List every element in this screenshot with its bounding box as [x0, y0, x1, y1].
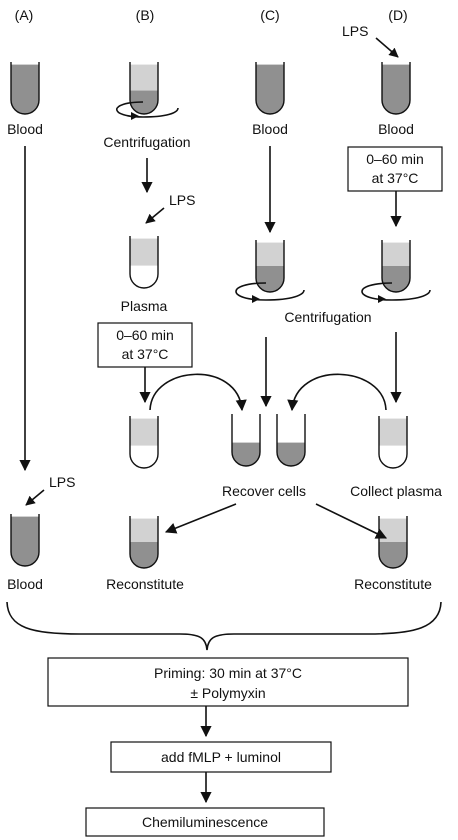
tube-outline — [381, 62, 411, 115]
priming-box — [47, 657, 409, 707]
tube-outline — [378, 416, 408, 469]
centrifugation-label-b: Centrifugation — [103, 134, 190, 150]
incubation-d-line1: 0–60 min — [366, 151, 424, 167]
priming-line1: Priming: 30 min at 37°C — [154, 665, 302, 681]
column-b-label: (B) — [136, 7, 155, 23]
tube-outline — [378, 516, 408, 569]
rotation-arrow-c — [235, 282, 305, 301]
tube-b-reconstituted — [129, 516, 159, 569]
rotation-arrow-d — [361, 282, 431, 301]
column-c-label: (C) — [260, 7, 279, 23]
rotation-arrowhead-d — [378, 295, 386, 303]
blood-layer — [256, 64, 284, 114]
tube-a-blood — [10, 62, 40, 115]
column-a-label: (A) — [15, 7, 34, 23]
lps-arrow-a — [25, 489, 45, 506]
plasma-layer — [130, 418, 158, 446]
tube-outline — [129, 236, 159, 289]
blood-layer — [232, 442, 260, 466]
lps-arrow-b — [145, 207, 165, 224]
rotation-arrow-b — [115, 101, 179, 118]
tube-cells-right — [276, 414, 306, 467]
plasma-layer — [130, 518, 158, 543]
tube-outline — [129, 416, 159, 469]
plasma-layer — [130, 64, 158, 92]
reconstitute-left-label: Reconstitute — [106, 576, 184, 592]
incubation-box-b — [97, 322, 193, 368]
incubation-d-line2: at 37°C — [372, 170, 419, 186]
tube-outline — [231, 414, 261, 467]
tube-b-primed-plasma — [129, 416, 159, 469]
centrifugation-label-cd: Centrifugation — [284, 309, 371, 325]
incubation-b-line2: at 37°C — [122, 346, 169, 362]
incubation-b-line1: 0–60 min — [116, 327, 174, 343]
tube-b-separated — [129, 62, 159, 115]
tube-outline — [381, 240, 411, 293]
plasma-layer — [379, 418, 407, 446]
rotation-arrowhead-c — [252, 295, 260, 303]
blood-layer — [130, 90, 158, 114]
tube-d-separated — [381, 240, 411, 293]
tube-outline — [10, 62, 40, 115]
lps-arrow-top — [375, 37, 399, 58]
rotation-arrowhead-b — [131, 112, 139, 120]
blood-layer — [11, 516, 39, 566]
blood-label-bottom: Blood — [7, 576, 43, 592]
blood-layer — [277, 442, 305, 466]
plasma-layer — [130, 238, 158, 266]
chemiluminescence-box — [85, 807, 325, 837]
tube-outline — [10, 514, 40, 567]
blood-layer — [382, 64, 410, 114]
lps-label-a: LPS — [49, 474, 75, 490]
transfer-arrow-right — [287, 373, 387, 412]
plasma-layer — [382, 242, 410, 267]
arrow-to-reconstitute-left — [164, 503, 237, 534]
blood-layer — [11, 64, 39, 114]
blood-label-d: Blood — [378, 121, 414, 137]
tube-c-blood — [255, 62, 285, 115]
transfer-arrow-left — [149, 373, 247, 412]
tube-b-plasma — [129, 236, 159, 289]
tube-c-separated — [255, 240, 285, 293]
plasma-layer — [379, 518, 407, 543]
add-reagents-label: add fMLP + luminol — [161, 749, 281, 765]
plasma-layer — [256, 242, 284, 267]
blood-label-a: Blood — [7, 121, 43, 137]
collect-plasma-label: Collect plasma — [350, 483, 442, 499]
arrow-to-reconstitute-right — [315, 503, 388, 539]
reconstitute-right-label: Reconstitute — [354, 576, 432, 592]
plasma-label: Plasma — [121, 298, 168, 314]
tube-d-collected-plasma — [378, 416, 408, 469]
chemiluminescence-label: Chemiluminescence — [142, 814, 268, 830]
blood-label-c: Blood — [252, 121, 288, 137]
lps-label-b: LPS — [169, 192, 195, 208]
tube-outline — [129, 516, 159, 569]
tube-d-reconstituted — [378, 516, 408, 569]
column-d-label: (D) — [388, 7, 407, 23]
tube-outline — [255, 62, 285, 115]
priming-line2: ± Polymyxin — [190, 685, 265, 701]
tube-outline — [276, 414, 306, 467]
combining-brace — [6, 601, 442, 651]
tube-outline — [255, 240, 285, 293]
incubation-box-d — [347, 146, 443, 192]
tube-a-primed-blood — [10, 514, 40, 567]
lps-label-top: LPS — [342, 23, 368, 39]
recover-cells-label: Recover cells — [222, 483, 306, 499]
add-reagents-box — [110, 741, 332, 773]
tube-d-blood — [381, 62, 411, 115]
tube-cells-left — [231, 414, 261, 467]
